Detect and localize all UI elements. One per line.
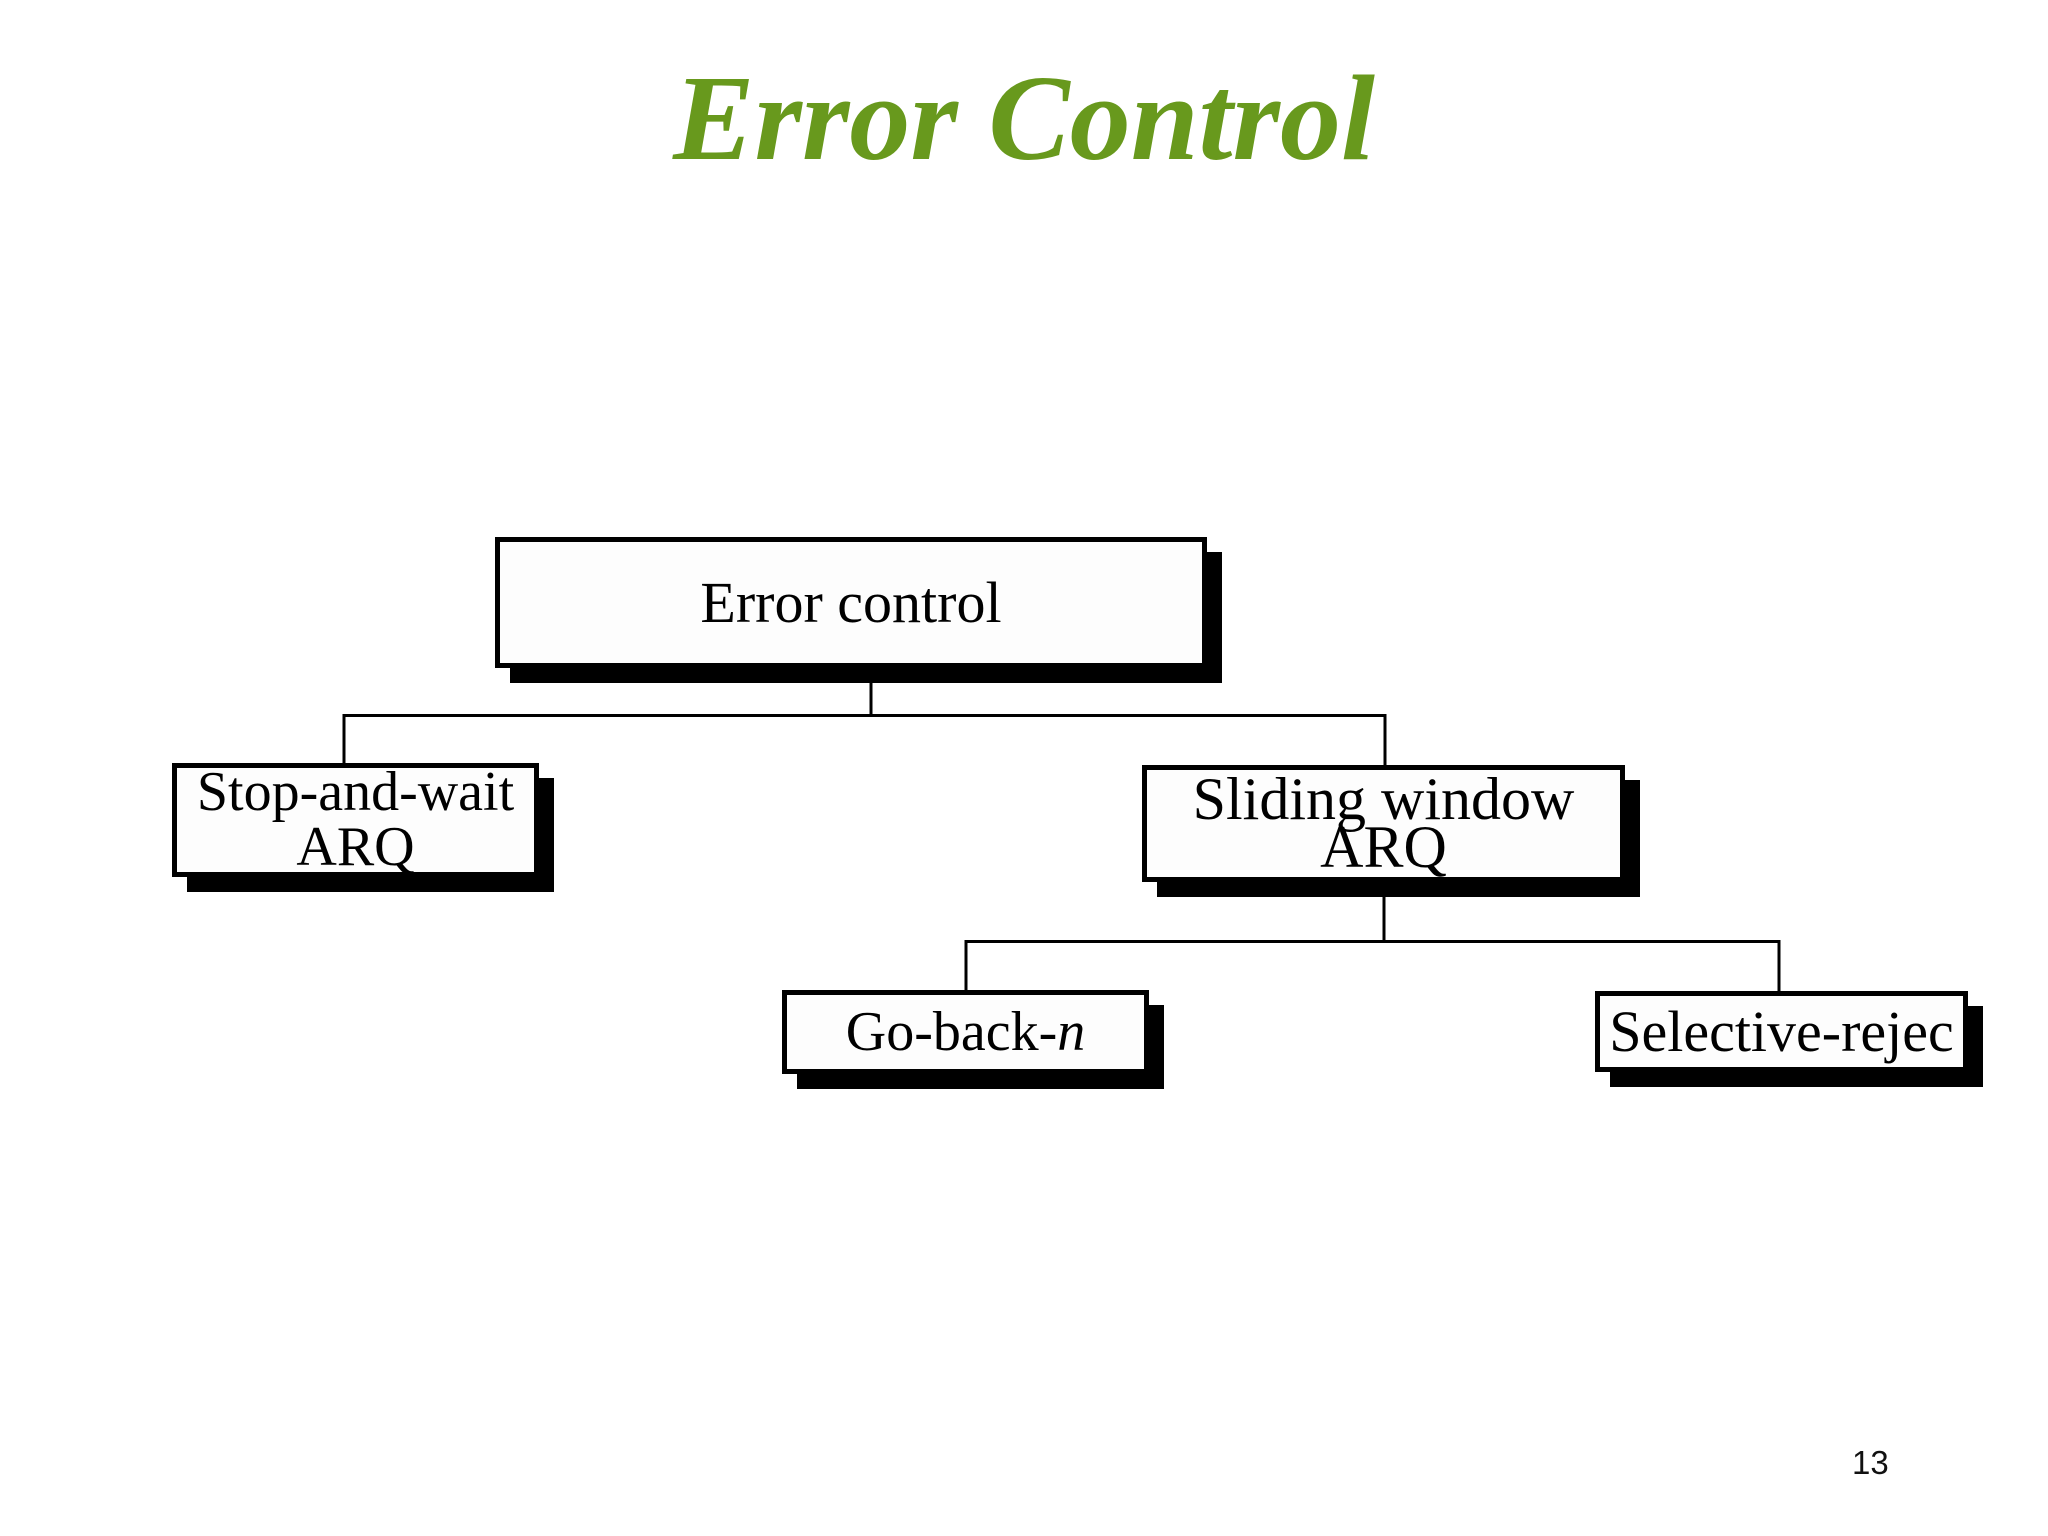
node-sliding-window-arq: Sliding window ARQ — [1142, 765, 1625, 882]
node-selective-reject: Selective-rejec — [1595, 991, 1968, 1072]
node-sliding-window-line2: ARQ — [1320, 813, 1447, 880]
node-error-control-label: Error control — [700, 570, 1002, 635]
node-go-back-n: Go-back-n — [782, 990, 1149, 1074]
node-go-back-n-italic: n — [1057, 1001, 1086, 1063]
node-sliding-window-line1: Sliding window — [1192, 766, 1575, 833]
node-stop-and-wait-arq: Stop-and-wait ARQ — [172, 763, 539, 877]
slide-title: Error Control — [673, 51, 1375, 186]
node-go-back-n-label: Go-back-n — [846, 1000, 1085, 1064]
node-selective-reject-label: Selective-rejec — [1609, 999, 1954, 1064]
node-go-back-n-roman: Go-back- — [845, 1001, 1058, 1063]
node-error-control: Error control — [495, 537, 1207, 668]
node-stop-and-wait-line1: Stop-and-wait — [196, 763, 515, 824]
node-stop-and-wait-line2: ARQ — [296, 816, 415, 877]
page-number: 13 — [1852, 1444, 1889, 1481]
